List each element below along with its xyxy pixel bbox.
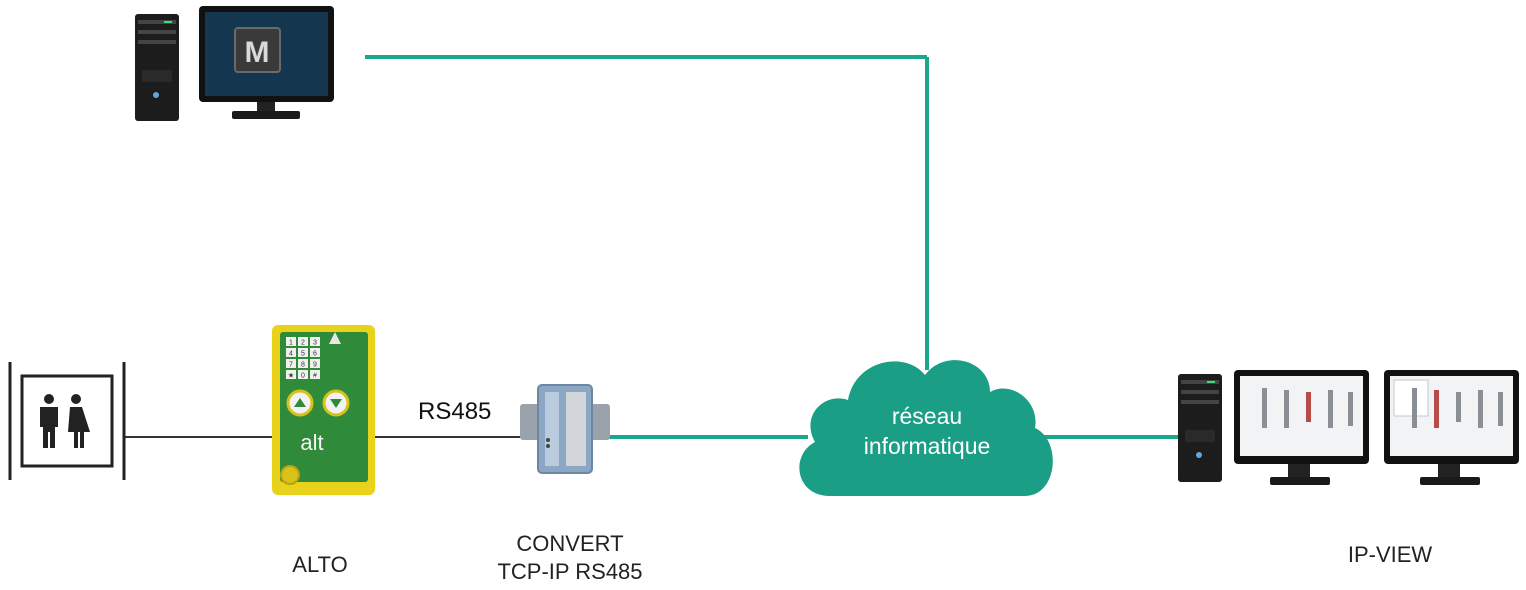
cloud-icon (799, 360, 1053, 496)
converter-device-icon (520, 384, 610, 474)
ipview-workstation (1178, 370, 1519, 485)
alto-key-label: 9 (313, 362, 317, 369)
cloud-label-line2: informatique (863, 433, 991, 459)
alto-key-label: 0 (301, 373, 305, 380)
alto-key-label: 5 (301, 351, 305, 358)
alto-key-label: 7 (289, 362, 293, 369)
alto-key-label: 8 (301, 362, 305, 369)
alto-key (286, 370, 296, 379)
alto-key (310, 348, 320, 357)
alto-key-label: 4 (289, 351, 293, 358)
elevator-people-icon (8, 362, 126, 480)
m-logo-icon: M (234, 27, 281, 73)
alto-key-label: # (313, 373, 317, 380)
logo-letter: M (245, 36, 270, 69)
server-workstation: M (135, 6, 334, 121)
alto-key (298, 348, 308, 357)
alto-key (298, 370, 308, 379)
alto-brand-text: alt (300, 430, 323, 455)
converter-label: CONVERT TCP-IP RS485 (490, 530, 650, 586)
alto-key (310, 337, 320, 346)
alto-key (286, 359, 296, 368)
alto-controller-icon: 1 2 3 4 5 6 7 8 9 ★ 0 # alt (272, 325, 375, 495)
alto-key (286, 337, 296, 346)
desktop-pc-icon (135, 14, 179, 121)
alto-key-label: 3 (313, 340, 317, 347)
monitor-icon (1234, 370, 1369, 485)
alto-key-label: 6 (313, 351, 317, 358)
monitor-icon (1384, 370, 1519, 485)
cloud-label: réseau informatique (832, 401, 1022, 461)
rs485-label: RS485 (418, 398, 492, 425)
converter-label-line1: CONVERT (516, 531, 624, 556)
converter-label-line2: TCP-IP RS485 (497, 559, 643, 584)
alto-key (310, 359, 320, 368)
alto-key-label: 2 (301, 340, 305, 347)
alto-key-label: ★ (288, 372, 294, 380)
alto-keypad: 1 2 3 4 5 6 7 8 9 ★ 0 # (286, 337, 320, 380)
alto-key (298, 359, 308, 368)
alto-key (298, 337, 308, 346)
cloud-label-line1: réseau (891, 403, 963, 429)
connections (124, 55, 1178, 439)
alto-key (310, 370, 320, 379)
desktop-pc-icon (1178, 374, 1222, 482)
alto-label: ALTO (292, 552, 348, 577)
alto-key-label: 1 (289, 340, 293, 347)
alto-key (286, 348, 296, 357)
ipview-label: IP-VIEW (1347, 542, 1433, 567)
